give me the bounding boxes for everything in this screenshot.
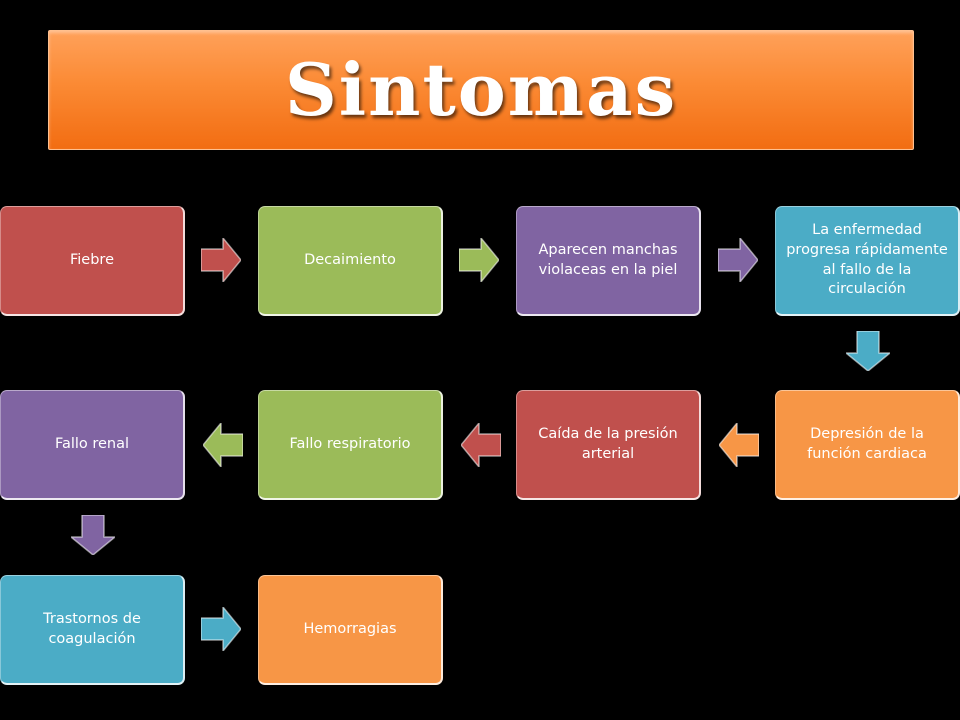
step-progresa: La enfermedad progresa rápidamente al fa…: [775, 206, 960, 316]
step-fiebre: Fiebre: [0, 206, 185, 316]
arrow-left-icon: [461, 423, 501, 467]
step-label: Hemorragias: [303, 620, 397, 637]
step-label: Depresión de la función cardiaca: [807, 425, 927, 462]
arrow-left-icon: [203, 423, 243, 467]
arrow-down-icon: [846, 331, 890, 371]
arrow-down-icon: [71, 515, 115, 555]
arrow-right-icon: [201, 607, 241, 651]
step-manchas: Aparecen manchas violaceas en la piel: [516, 206, 701, 316]
step-label: Aparecen manchas violaceas en la piel: [538, 241, 678, 278]
arrow-left-icon: [719, 423, 759, 467]
arrow-right-icon: [459, 238, 499, 282]
step-renal: Fallo renal: [0, 390, 185, 500]
step-hemorragias: Hemorragias: [258, 575, 443, 685]
title-banner: Sintomas: [48, 30, 914, 150]
step-presion: Caída de la presión arterial: [516, 390, 701, 500]
step-depresion: Depresión de la función cardiaca: [775, 390, 960, 500]
step-label: La enfermedad progresa rápidamente al fa…: [786, 222, 948, 298]
step-decaimiento: Decaimiento: [258, 206, 443, 316]
arrow-right-icon: [718, 238, 758, 282]
step-label: Fallo renal: [54, 435, 130, 452]
step-respiratorio: Fallo respiratorio: [258, 390, 443, 500]
step-label: Fallo respiratorio: [289, 435, 411, 452]
step-label: Caída de la presión arterial: [538, 425, 678, 462]
arrow-right-icon: [201, 238, 241, 282]
page-title: Sintomas: [284, 47, 678, 132]
step-label: Decaimiento: [304, 251, 396, 268]
step-coagulacion: Trastornos de coagulación: [0, 575, 185, 685]
step-label: Fiebre: [69, 251, 114, 268]
step-label: Trastornos de coagulación: [43, 610, 141, 647]
